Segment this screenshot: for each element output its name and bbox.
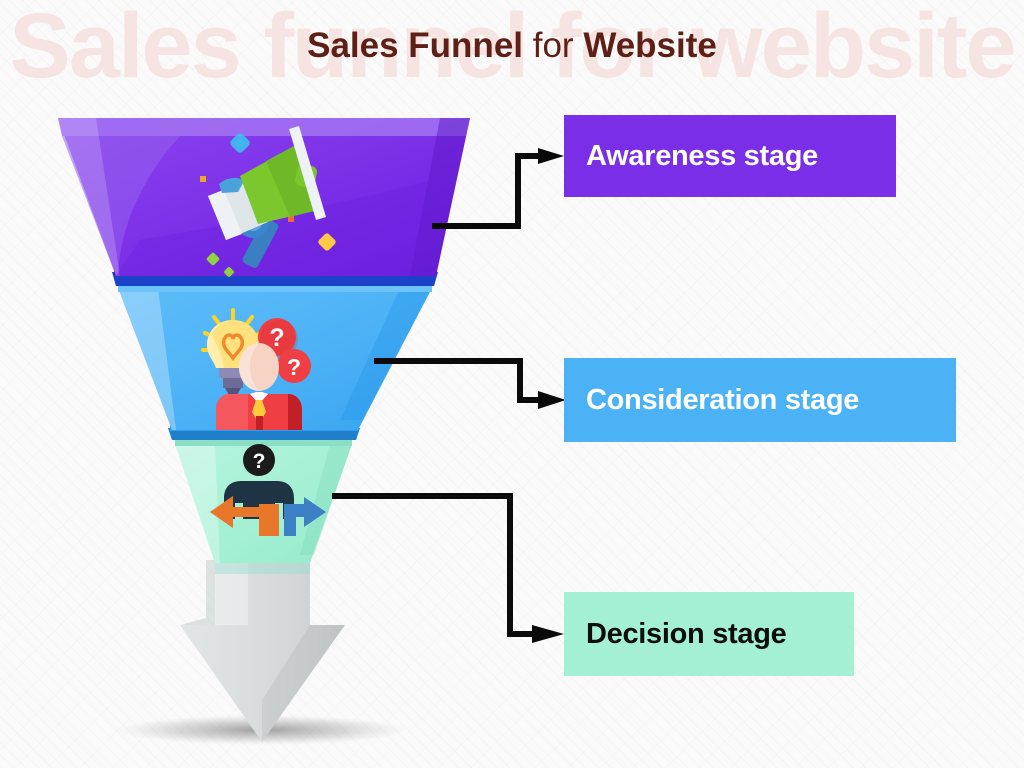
stage-box-awareness[interactable]: Awareness stage (564, 115, 896, 197)
connector-decision (330, 490, 574, 645)
connector-consideration (372, 355, 572, 415)
stage-label-consideration: Consideration stage (586, 383, 860, 416)
page-title-part-1: Sales Funnel (307, 26, 524, 65)
stage-box-decision[interactable]: Decision stage (564, 592, 854, 676)
page-title: Sales Funnel for Website (0, 24, 1024, 68)
background-watermark-text: Sales funnel for website (9, 0, 1016, 97)
page-title-part-3: Website (583, 26, 717, 65)
connector-awareness (430, 148, 570, 233)
stage-label-awareness: Awareness stage (586, 139, 818, 172)
stage-box-consideration[interactable]: Consideration stage (564, 358, 956, 442)
stage-label-decision: Decision stage (586, 617, 787, 650)
page-title-part-2: for (523, 26, 584, 65)
